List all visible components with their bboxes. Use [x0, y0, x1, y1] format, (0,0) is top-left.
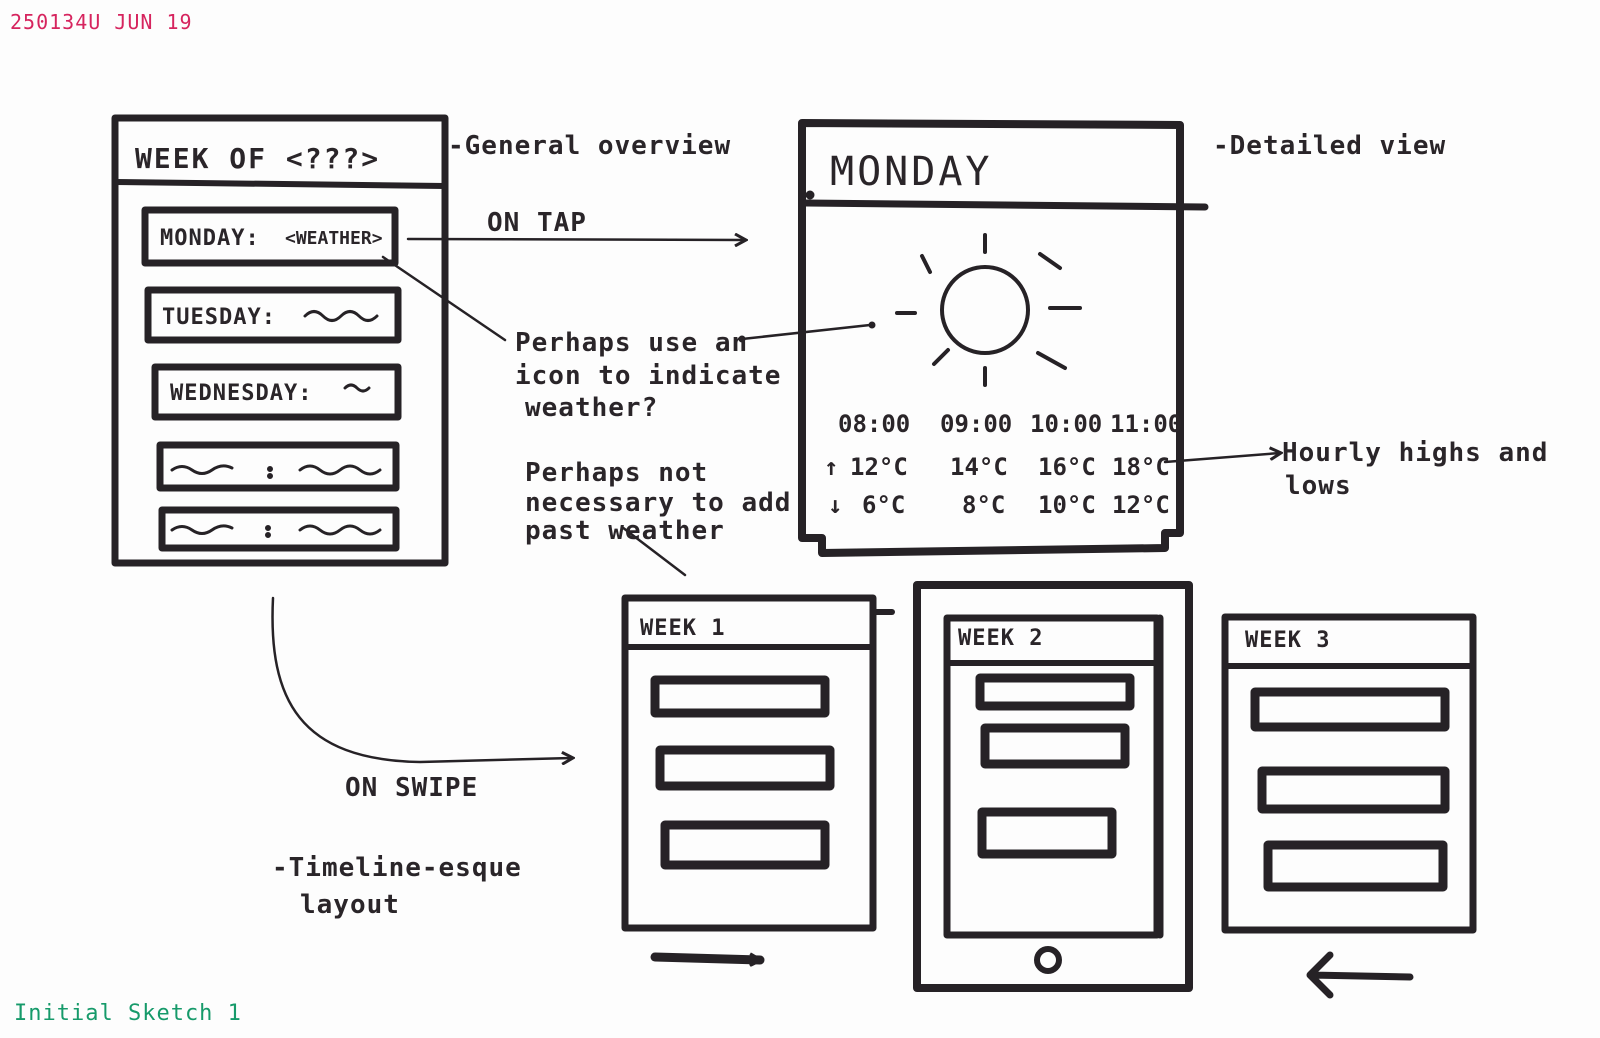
- overview-day-rows: [141, 206, 402, 552]
- week3-label: WEEK 3: [1245, 628, 1331, 653]
- on-swipe-arrow: [271, 596, 572, 762]
- row-monday-day: MONDAY:: [160, 226, 260, 251]
- week2-label: WEEK 2: [958, 626, 1044, 651]
- day-row-monday: [141, 206, 399, 267]
- home-button: [1034, 946, 1062, 974]
- week3-phone: [1221, 613, 1477, 999]
- icon-note-pointer-left: [381, 255, 507, 342]
- detail-low-3: 10°C: [1038, 491, 1096, 519]
- forward-arrow: [650, 952, 765, 960]
- overview-title: WEEK OF <???>: [135, 142, 381, 175]
- icon-note-line-2: icon to indicate: [515, 361, 782, 391]
- detail-high-2: 14°C: [950, 453, 1008, 481]
- past-note-line-1: Perhaps not: [525, 458, 709, 488]
- hourly-note-line-2: lows: [1285, 471, 1352, 501]
- on-tap-arrow: [406, 239, 745, 240]
- detail-time-4: 11:00: [1110, 410, 1183, 438]
- row-wednesday-day: WEDNESDAY:: [170, 381, 313, 406]
- day-row-4: [156, 441, 400, 492]
- detail-title: MONDAY: [830, 149, 993, 195]
- timeline-note-line-1: -Timeline-esque: [272, 853, 522, 883]
- past-note-pointer: [620, 525, 687, 577]
- detail-time-2: 09:00: [940, 410, 1013, 438]
- hourly-note-arrow: [1163, 453, 1280, 464]
- on-tap-label: ON TAP: [487, 208, 587, 238]
- sun-icon: [895, 233, 1082, 387]
- detail-high-1: 12°C: [850, 453, 908, 481]
- week1-label: WEEK 1: [640, 616, 726, 641]
- icon-note-line-3: weather?: [525, 393, 659, 423]
- weather-squiggles: [170, 310, 382, 538]
- overview-phone-frame: [111, 114, 449, 567]
- detail-phone-frame: [798, 119, 1209, 557]
- on-swipe-label: ON SWIPE: [345, 773, 479, 803]
- row-monday-value: <WEATHER>: [285, 228, 383, 249]
- detail-high-3: 16°C: [1038, 453, 1096, 481]
- detail-low-2: 8°C: [962, 491, 1006, 519]
- icon-note-line-1: Perhaps use an: [515, 328, 749, 358]
- detailed-view-note: -Detailed view: [1213, 131, 1447, 161]
- date-stamp: 250134U JUN 19: [10, 10, 193, 34]
- week2-tablet: [913, 581, 1193, 992]
- row-tuesday-day: TUESDAY:: [162, 305, 276, 330]
- sketch-label: Initial Sketch 1: [14, 1001, 242, 1026]
- detail-time-1: 08:00: [838, 410, 911, 438]
- week1-phone: [621, 594, 895, 960]
- day-row-5: [158, 506, 400, 552]
- past-note-line-2: necessary to add: [525, 488, 792, 518]
- day-row-wednesday: [151, 363, 402, 421]
- day-row-tuesday: [144, 286, 402, 344]
- detail-low-1: 6°C: [862, 491, 906, 519]
- timeline-note-line-2: layout: [300, 890, 400, 920]
- low-arrow-icon: ↓: [828, 491, 843, 519]
- general-overview-note: -General overview: [448, 131, 732, 161]
- past-note-line-3: past weather: [525, 516, 725, 546]
- detail-high-4: 18°C: [1112, 453, 1170, 481]
- detail-time-3: 10:00: [1030, 410, 1103, 438]
- detail-low-4: 12°C: [1112, 491, 1170, 519]
- high-arrow-icon: ↑: [824, 453, 839, 481]
- hourly-note-line-1: Hourly highs and: [1282, 438, 1549, 468]
- back-arrow: [1306, 951, 1414, 999]
